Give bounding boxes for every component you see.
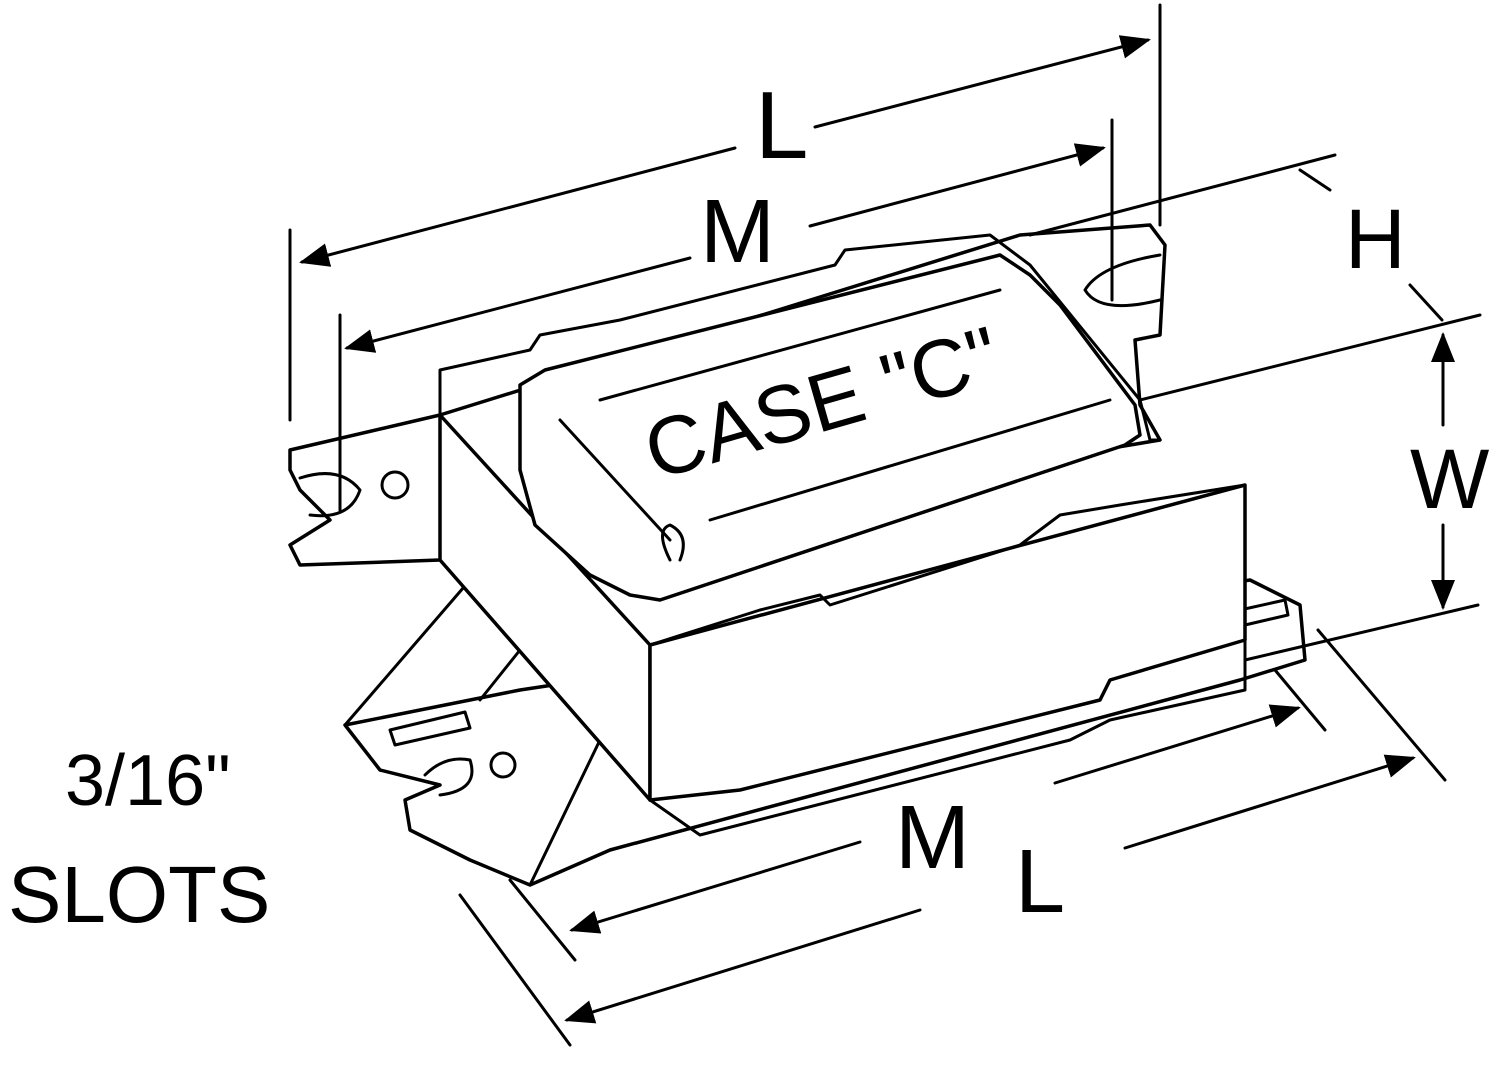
- bottom-m-extensions: [508, 668, 1327, 962]
- top-keyhole-slot-left: [298, 472, 362, 518]
- bottom-l-label: L: [1015, 832, 1065, 932]
- case-cover: [518, 253, 1142, 602]
- slots-label: SLOTS: [8, 850, 270, 939]
- case-front-face: [648, 483, 1247, 802]
- cover-hook: [661, 523, 685, 562]
- bottom-l-extensions: [458, 628, 1447, 1047]
- w-label: W: [1410, 432, 1489, 526]
- bottom-m-arrow-right: [1053, 704, 1301, 785]
- bottom-mount-hole: [489, 751, 517, 779]
- bottom-slot-right: [1238, 598, 1290, 627]
- top-mount-hole-left: [380, 470, 410, 500]
- case-bottom-edge: [648, 638, 1247, 837]
- bottom-l-arrow-right: [1123, 754, 1416, 850]
- bottom-m-arrow-left: [569, 840, 862, 934]
- top-l-arrow-right: [813, 35, 1151, 129]
- left-leg: [343, 578, 602, 887]
- top-l-arrow-left: [299, 146, 737, 267]
- bottom-l-arrow-left: [564, 908, 922, 1024]
- top-m-label: M: [700, 182, 775, 282]
- case-top-edge: [438, 233, 1247, 647]
- bottom-m-label: M: [895, 788, 970, 888]
- slot-size-label: 3/16": [65, 741, 231, 821]
- top-l-label: L: [755, 72, 808, 179]
- bottom-keyhole-slot: [423, 757, 474, 797]
- bottom-slot-left: [388, 710, 472, 747]
- h-label: H: [1345, 192, 1406, 286]
- cover-detail-lines: [558, 288, 1112, 542]
- top-m-arrow-left: [344, 256, 692, 353]
- top-m-arrow-right: [808, 143, 1106, 228]
- w-extension: [1243, 603, 1480, 662]
- h-extension-lines: [1028, 153, 1482, 402]
- top-keyhole-slot-right: [1083, 253, 1162, 308]
